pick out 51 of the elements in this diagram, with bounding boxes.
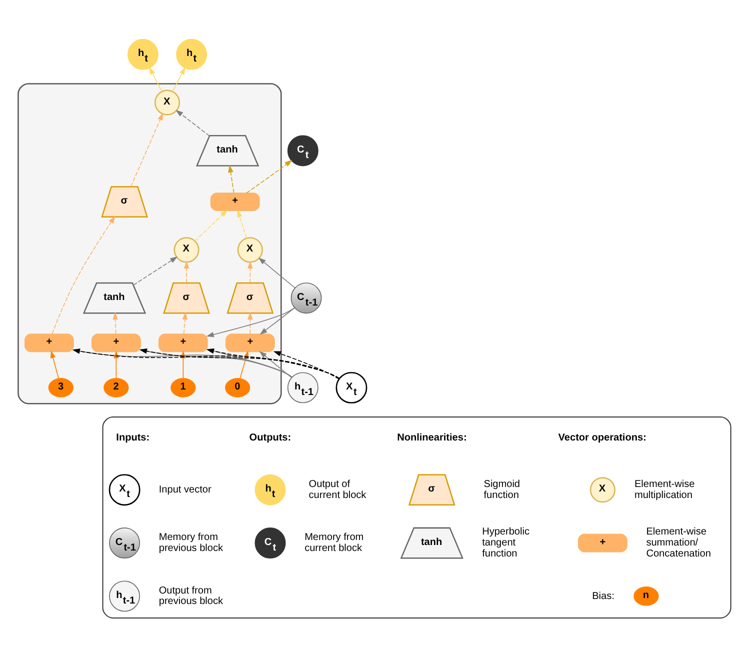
- node-ellipse: 3: [48, 378, 74, 398]
- node-ellipse: n: [634, 586, 659, 606]
- node-box: +: [210, 192, 260, 211]
- cluster: [102, 416, 732, 618]
- node-label: Input vector: [158, 484, 212, 496]
- node-label: Element-wise multiplication: [634, 478, 695, 501]
- node-box: +: [578, 534, 628, 552]
- arrow: [184, 261, 190, 284]
- arrow: [259, 351, 292, 378]
- arrow: [237, 210, 247, 238]
- arrow: [258, 258, 296, 288]
- label: Vector operations:: [558, 432, 646, 444]
- node-label: Hyperbolic tangent function: [482, 526, 530, 560]
- arrow: [206, 307, 295, 338]
- arrow: [112, 312, 118, 334]
- node-box: +: [91, 334, 141, 352]
- node-circle: X: [590, 477, 616, 503]
- node-label: Memory from previous block: [158, 532, 224, 554]
- arrow: [50, 350, 60, 379]
- node-box: +: [158, 334, 208, 352]
- node-circle: X: [237, 237, 263, 263]
- label: Outputs:: [249, 432, 292, 444]
- arrow: [260, 307, 296, 335]
- node-circle: X: [174, 237, 200, 263]
- arrow: [130, 112, 164, 187]
- node-label: Sigmoid function: [484, 478, 520, 501]
- arrow: [246, 160, 292, 194]
- arrow: [228, 164, 234, 194]
- arrow: [248, 261, 253, 284]
- arrow: [248, 312, 253, 334]
- node-box: +: [225, 334, 275, 352]
- arrow: [182, 312, 188, 334]
- arrow: [172, 67, 186, 92]
- node-label: Output from previous block: [158, 585, 224, 608]
- node-circle: X: [154, 90, 180, 116]
- node-ellipse: 1: [170, 378, 196, 398]
- arrow: [194, 210, 228, 242]
- arrow: [52, 216, 116, 334]
- arrow: [149, 67, 162, 92]
- node-box: +: [24, 334, 74, 352]
- node-ellipse: 0: [225, 378, 250, 398]
- node-label: Memory from current block: [304, 532, 364, 554]
- arrow: [133, 256, 178, 286]
- node-label: Bias:: [592, 590, 614, 602]
- label: Nonlinearities:: [397, 432, 467, 444]
- arrow: [176, 110, 210, 136]
- node-label: Element-wise summation/ Concatenation: [646, 526, 711, 560]
- node-ellipse: 2: [104, 378, 129, 398]
- node-label: Output of current block: [308, 478, 366, 501]
- label: Inputs:: [116, 432, 150, 444]
- arrow: [273, 351, 340, 380]
